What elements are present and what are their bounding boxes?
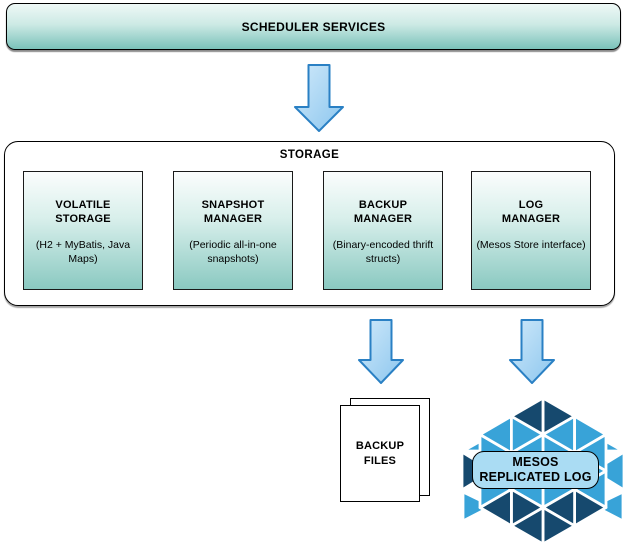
snapshot-manager-subtitle: (Periodic all-in-one snapshots) bbox=[189, 239, 277, 265]
scheduler-services-label: SCHEDULER SERVICES bbox=[241, 19, 386, 34]
scheduler-services-box: SCHEDULER SERVICES bbox=[6, 3, 621, 50]
storage-container: STORAGE VOLATILE STORAGE (H2 + MyBatis, … bbox=[4, 141, 615, 306]
mesos-label-line2: REPLICATED LOG bbox=[479, 470, 592, 484]
backup-files-label-line1: BACKUP bbox=[355, 439, 405, 452]
snapshot-manager-box: SNAPSHOT MANAGER (Periodic all-in-one sn… bbox=[173, 171, 293, 290]
log-manager-title: LOG MANAGER bbox=[501, 199, 561, 225]
volatile-storage-title: VOLATILE STORAGE bbox=[55, 199, 111, 225]
down-arrow-icon bbox=[509, 319, 555, 384]
volatile-storage-subtitle: (H2 + MyBatis, Java Maps) bbox=[35, 239, 131, 265]
mesos-logo-icon bbox=[460, 396, 626, 546]
down-arrow-icon bbox=[358, 319, 404, 384]
backup-files-document: BACKUP FILES bbox=[340, 405, 420, 502]
backup-files-label-line2: FILES bbox=[363, 454, 397, 467]
backup-manager-title: BACKUP MANAGER bbox=[353, 199, 413, 225]
storage-title: STORAGE bbox=[279, 149, 340, 161]
mesos-label-line1: MESOS bbox=[512, 455, 559, 469]
mesos-replicated-log-badge: MESOS REPLICATED LOG bbox=[472, 451, 599, 489]
backup-manager-subtitle: (Binary-encoded thrift structs) bbox=[332, 239, 434, 265]
volatile-storage-box: VOLATILE STORAGE (H2 + MyBatis, Java Map… bbox=[23, 171, 143, 290]
backup-manager-box: BACKUP MANAGER (Binary-encoded thrift st… bbox=[323, 171, 443, 290]
snapshot-manager-title: SNAPSHOT MANAGER bbox=[201, 199, 265, 225]
log-manager-box: LOG MANAGER (Mesos Store interface) bbox=[471, 171, 591, 290]
down-arrow-icon bbox=[294, 64, 344, 132]
log-manager-subtitle: (Mesos Store interface) bbox=[476, 239, 586, 251]
